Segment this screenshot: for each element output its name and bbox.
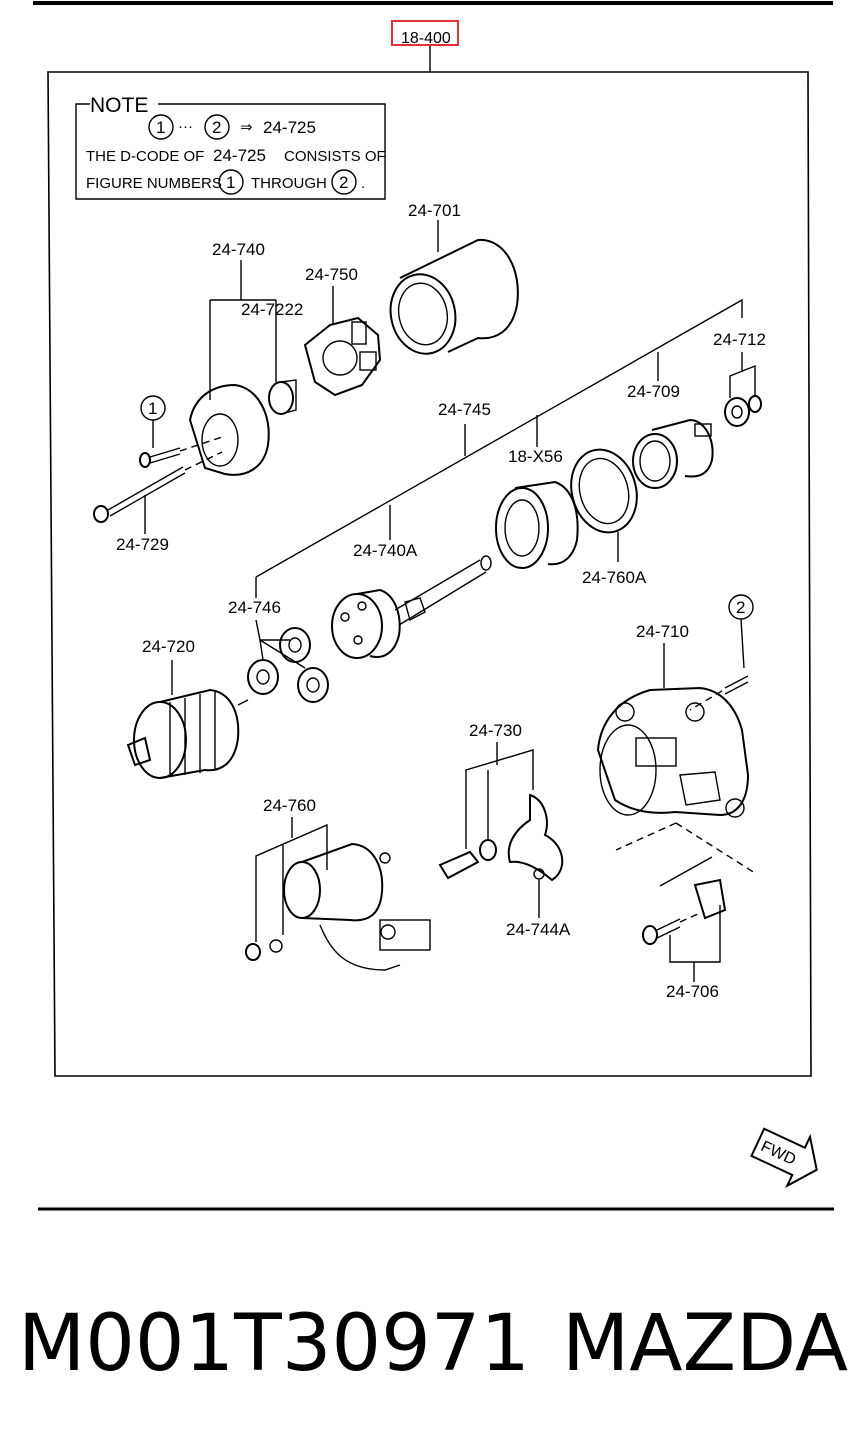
footer-part-number: M001T30971 [18,1299,530,1389]
part-24-730-lever[interactable] [438,742,564,918]
svg-text:2: 2 [736,598,745,617]
part-24-750-brush-holder[interactable] [303,286,382,397]
part-24-701-yoke[interactable] [383,220,519,360]
part-screw-solenoid[interactable] [689,675,749,711]
diagram-frame [47,71,812,1077]
note-box: NOTE 1 ··· 2 ⇒ 24-725 THE D-CODE OF 24-7… [75,94,386,200]
label-24-744a: 24-744A [506,920,571,939]
svg-text:1: 1 [148,399,157,418]
note-line3-ref-a: 1 [226,173,235,192]
label-24-750: 24-750 [305,265,358,284]
label-24-7222: 24-7222 [241,300,303,319]
part-24-720-armature[interactable] [126,660,249,779]
note-line2-suffix: CONSISTS OF [284,148,386,165]
note-ref-b: 2 [212,118,221,137]
label-24-746: 24-746 [228,598,281,617]
label-24-760a: 24-760A [582,568,647,587]
label-24-740a: 24-740A [353,541,418,560]
part-24-710-front-housing[interactable] [596,643,750,818]
label-24-730: 24-730 [469,721,522,740]
note-ref-a: 1 [156,118,165,137]
label-24-729: 24-729 [116,535,169,554]
label-24-709: 24-709 [627,382,680,401]
part-24-746-planet-gears[interactable] [247,619,329,703]
note-line3-mid: THROUGH [251,175,327,192]
note-dots: ··· [178,118,193,135]
part-24-729-through-bolt[interactable] [93,451,223,534]
note-arrow: ⇒ [240,119,253,136]
label-24-745: 24-745 [438,400,491,419]
note-title: NOTE [90,94,148,117]
fwd-arrow-icon: FWD [750,1127,818,1189]
label-24-710: 24-710 [636,622,689,641]
note-code-2: 24-725 [213,146,266,165]
reference-code-highlight [391,20,459,46]
label-24-701: 24-701 [408,201,461,220]
part-24-709-pinion[interactable] [632,418,714,489]
part-screw-small[interactable] [139,435,226,468]
part-24-760a-ring[interactable] [562,442,646,562]
footer-brand: MAZDA [562,1299,848,1389]
label-24-740: 24-740 [212,240,265,259]
note-line3-ref-b: 2 [339,173,348,192]
callout-ref-2: 2 [728,594,754,669]
reference-code[interactable]: 18-400 [391,20,459,47]
reference-code-text: 18-400 [401,30,451,47]
part-18-x56-internal-gear[interactable] [495,480,579,569]
label-24-712: 24-712 [713,330,766,349]
note-line3-end: . [361,175,365,192]
label-18-x56: 18-X56 [508,447,563,466]
note-line3-prefix: FIGURE NUMBERS [86,175,222,192]
callout-ref-1: 1 [140,395,166,448]
label-24-720: 24-720 [142,637,195,656]
part-24-706-bolt[interactable] [642,878,727,982]
label-24-706: 24-706 [666,982,719,1001]
part-24-7222-bushing[interactable] [268,320,297,415]
part-24-740a-shaft[interactable] [331,555,492,659]
label-24-760: 24-760 [263,796,316,815]
note-line2-prefix: THE D-CODE OF [86,148,204,165]
part-24-740-rear-cover[interactable] [188,260,277,476]
part-24-760-solenoid[interactable] [245,817,431,971]
part-24-712-ring[interactable] [724,352,762,427]
note-code-1: 24-725 [263,118,316,137]
